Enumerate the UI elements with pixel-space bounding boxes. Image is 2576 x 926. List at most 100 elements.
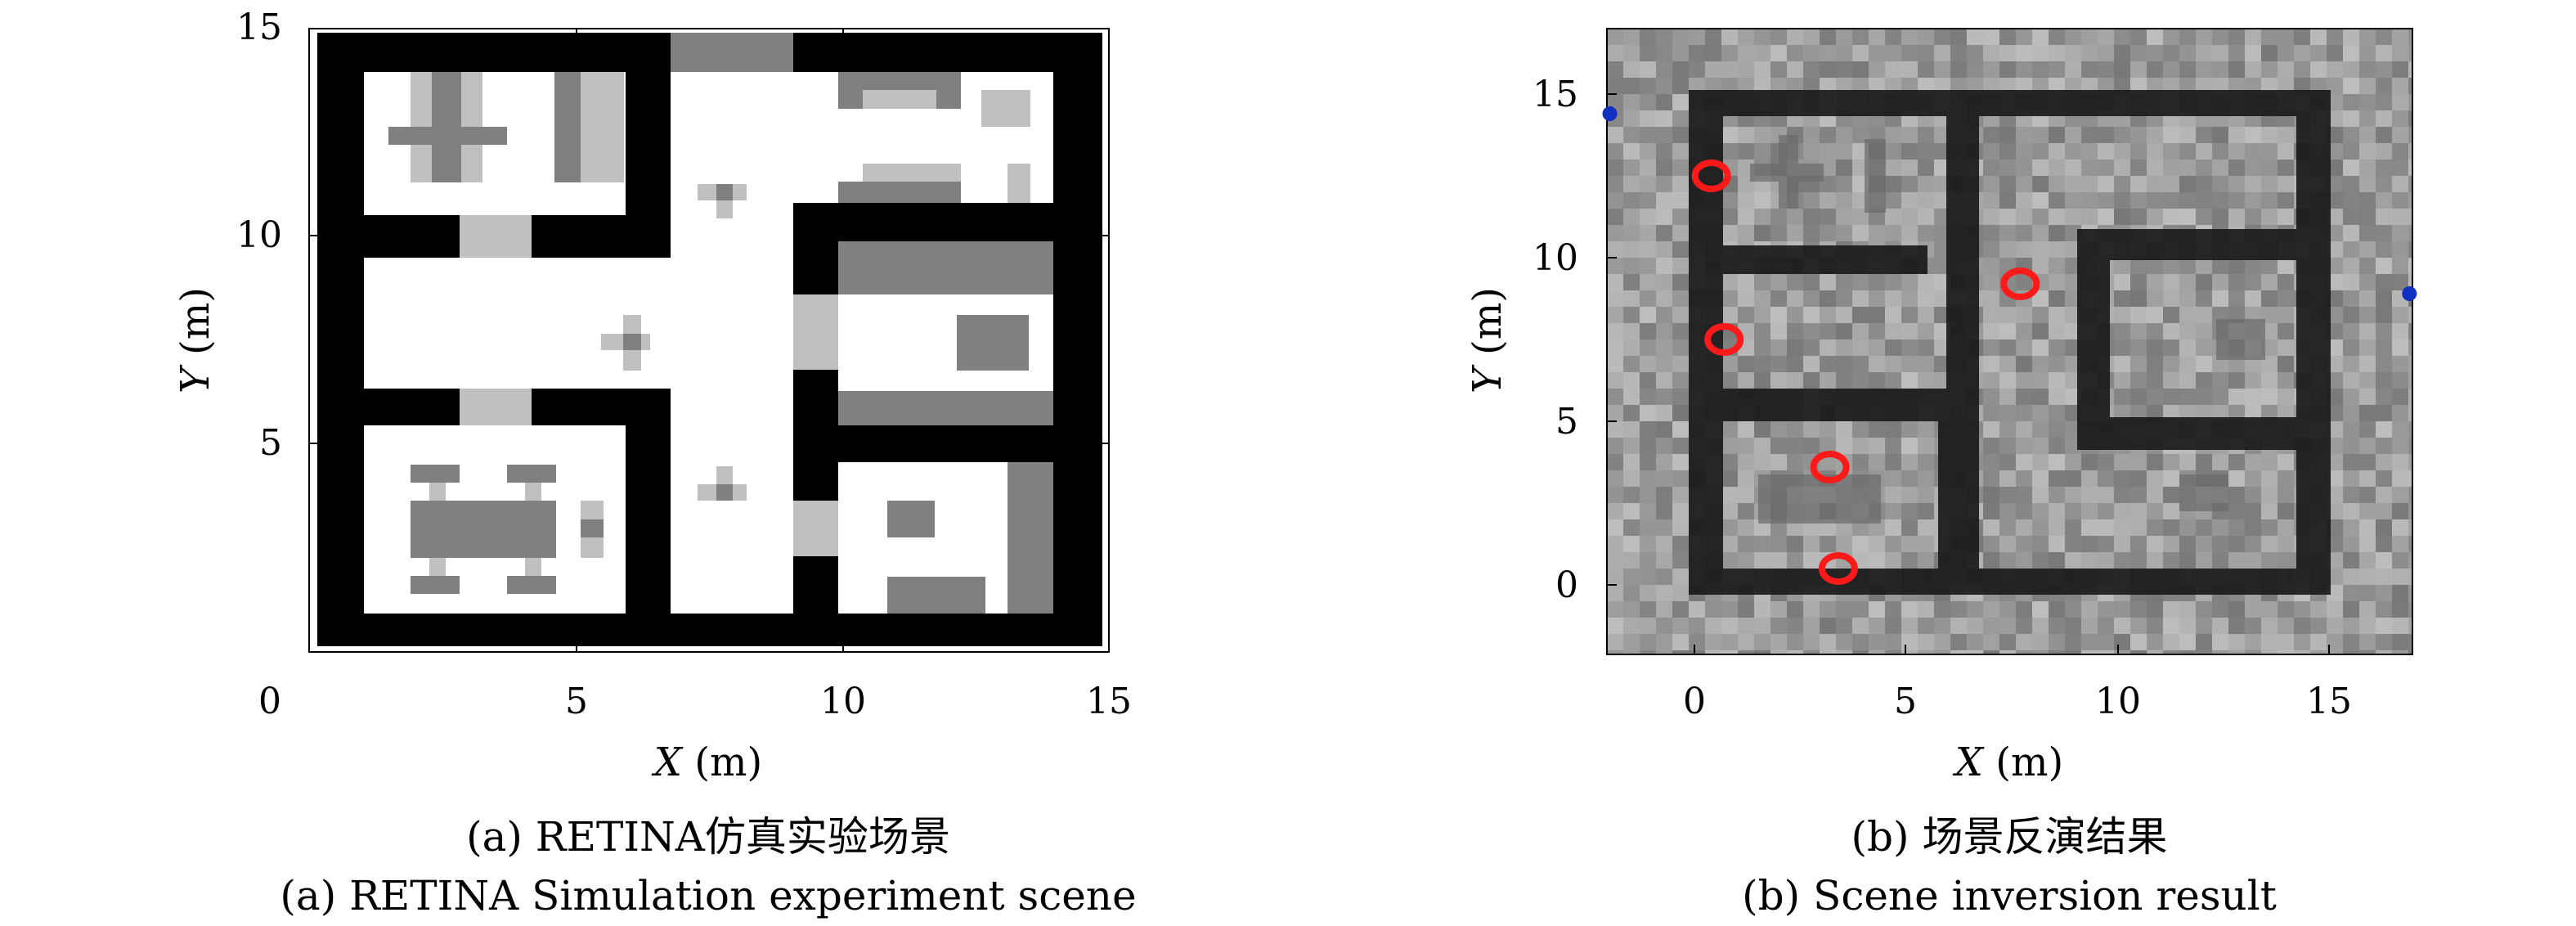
noise-cell (1820, 143, 1836, 160)
noise-cell (2016, 552, 2032, 569)
noise-cell (1672, 470, 1689, 487)
noise-cell (1656, 29, 1672, 45)
panel-a-x-ticks (576, 29, 1110, 652)
noise-cell (1983, 225, 1999, 241)
noise-cell (2081, 454, 2098, 470)
noise-cell (1787, 323, 1803, 339)
noise-cell (2147, 290, 2163, 307)
noise-cell (2359, 601, 2376, 618)
noise-cell (2228, 487, 2245, 503)
noise-cell (1787, 421, 1803, 438)
noise-cell (2408, 192, 2412, 209)
noise-cell (2196, 258, 2212, 274)
noise-cell (2179, 61, 2196, 78)
noise-cell (1836, 160, 1852, 176)
noise-cell (2392, 78, 2408, 94)
noise-cell (2016, 438, 2032, 454)
noise-cell (1738, 438, 1754, 454)
noise-cell (1803, 356, 1820, 372)
noise-cell (2114, 192, 2130, 209)
noise-cell (2376, 569, 2392, 585)
noise-cell (1836, 372, 1852, 389)
noise-cell (2163, 454, 2179, 470)
noise-cell (1918, 45, 1934, 61)
noise-cell (1999, 176, 2016, 192)
furniture-tl-cross-h (388, 127, 507, 145)
noise-cell (2408, 405, 2412, 421)
noise-cell (1803, 618, 1820, 634)
noise-cell (1607, 209, 1623, 225)
noise-cell (1672, 160, 1689, 176)
noise-cell (2343, 258, 2359, 274)
noise-cell (1885, 634, 1901, 650)
door-right-mid (793, 294, 838, 370)
noise-cell (1623, 274, 1640, 290)
noise-cell (1672, 503, 1689, 519)
noise-cell (2376, 160, 2392, 176)
noise-cell (1901, 618, 1918, 634)
noise-cell (1607, 503, 1623, 519)
noise-cell (2032, 536, 2049, 552)
noise-cell (1918, 290, 1934, 307)
noise-cell (1770, 29, 1787, 45)
noise-cell (1787, 307, 1803, 323)
noise-cell (1820, 323, 1836, 339)
noise-cell (1869, 650, 1885, 654)
noise-cell (2179, 290, 2196, 307)
noise-cell (2261, 519, 2278, 536)
noise-cell (2376, 650, 2392, 654)
noise-cell (1770, 323, 1787, 339)
noise-cell (2163, 503, 2179, 519)
noise-cell (1770, 650, 1787, 654)
noise-cell (1672, 372, 1689, 389)
noise-cell (1607, 634, 1623, 650)
noise-cell (1656, 454, 1672, 470)
furniture-mr-bottom (838, 391, 1053, 425)
panel-b-faint-structures (1750, 135, 2265, 524)
noise-cell (2392, 421, 2408, 438)
noise-cell (1787, 372, 1803, 389)
noise-cell (2392, 487, 2408, 503)
panel-a-frame (308, 28, 1110, 653)
noise-cell (1820, 618, 1836, 634)
noise-cell (2049, 61, 2065, 78)
noise-cell (1640, 143, 1656, 160)
noise-cell (2196, 634, 2212, 650)
noise-cell (2212, 389, 2228, 405)
noise-cell (1999, 389, 2016, 405)
noise-cell (1901, 339, 1918, 356)
noise-cell (1885, 601, 1901, 618)
noise-cell (2147, 601, 2163, 618)
noise-cell (2196, 356, 2212, 372)
noise-cell (1820, 650, 1836, 654)
noise-cell (1607, 45, 1623, 61)
noise-cell (2359, 372, 2376, 389)
noise-cell (1721, 372, 1738, 389)
noise-cell (2081, 209, 2098, 225)
noise-cell (2098, 454, 2114, 470)
noise-cell (1803, 650, 1820, 654)
noise-cell (1623, 536, 1640, 552)
noise-cell (2098, 29, 2114, 45)
noise-cell (2147, 650, 2163, 654)
noise-cell (2278, 61, 2294, 78)
noise-cell (1770, 372, 1787, 389)
noise-cell (1672, 405, 1689, 421)
noise-cell (2278, 143, 2294, 160)
noise-cell (2359, 110, 2376, 127)
noise-cell (1803, 209, 1820, 225)
noise-cell (1852, 618, 1869, 634)
noise-cell (1623, 454, 1640, 470)
noise-cell (2212, 61, 2228, 78)
noise-cell (2114, 356, 2130, 372)
noise-cell (2098, 61, 2114, 78)
noise-cell (1901, 29, 1918, 45)
noise-cell (1640, 601, 1656, 618)
noise-cell (1770, 274, 1787, 290)
noise-cell (2359, 536, 2376, 552)
noise-cell (1836, 601, 1852, 618)
noise-cell (2212, 536, 2228, 552)
noise-cell (2196, 454, 2212, 470)
noise-cell (1705, 29, 1721, 45)
noise-cell (2179, 519, 2196, 536)
